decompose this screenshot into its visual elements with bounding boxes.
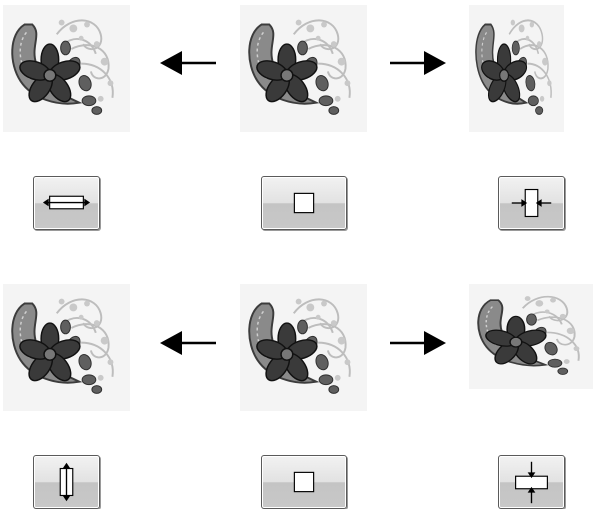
reduced-preview [3, 5, 130, 132]
compress-horizontal-button[interactable] [498, 176, 565, 230]
embroidery-design-icon [240, 5, 367, 132]
arrow-right-icon [388, 49, 446, 77]
embroidery-design-short-icon [469, 284, 593, 389]
square-icon [293, 471, 315, 493]
stretch-horizontal-button[interactable] [33, 176, 100, 230]
embroidery-design-icon [240, 284, 367, 411]
compress-vertical-icon [515, 461, 548, 504]
arrow-right-icon [388, 329, 446, 357]
original-preview [240, 5, 367, 132]
stretched-vertical-preview [3, 284, 130, 411]
stretch-vertical-icon [59, 462, 74, 502]
compressed-vertical-preview [469, 284, 593, 389]
compress-vertical-button[interactable] [498, 455, 565, 509]
embroidery-design-wide-icon [469, 5, 564, 132]
arrow-left-icon [160, 49, 218, 77]
compress-horizontal-icon [511, 188, 552, 218]
square-icon [293, 192, 315, 214]
original-preview [240, 284, 367, 411]
reset-size-button[interactable] [261, 176, 347, 230]
arrow-left-icon [160, 329, 218, 357]
embroidery-design-narrow-icon [3, 5, 130, 132]
stretch-vertical-button[interactable] [33, 455, 100, 509]
embroidery-design-tall-icon [3, 284, 130, 411]
stretch-horizontal-icon [42, 195, 91, 210]
enlarged-preview [469, 5, 564, 132]
reset-size-button[interactable] [261, 455, 347, 509]
